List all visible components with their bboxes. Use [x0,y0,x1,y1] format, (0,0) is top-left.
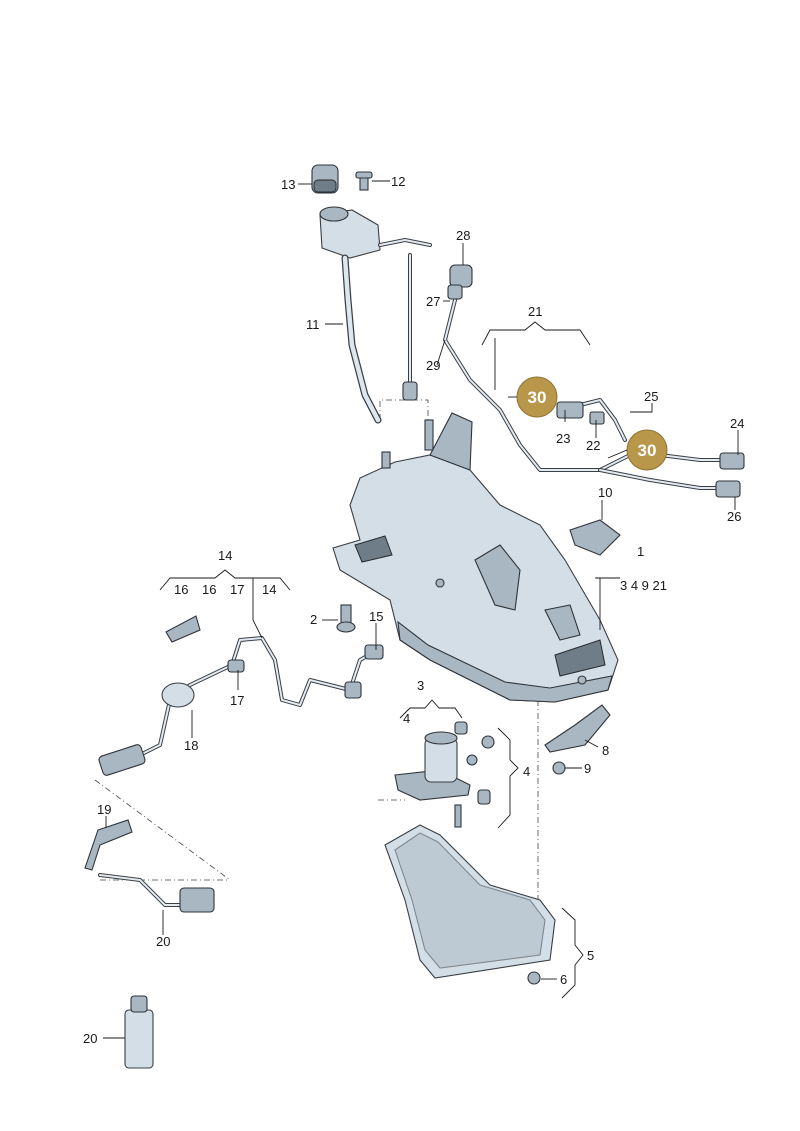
callout-13: 14 [218,548,232,563]
bracket-9 [569,519,621,556]
svg-text:30: 30 [528,388,547,407]
svg-text:30: 30 [638,441,657,460]
callout-25: 25 [644,389,658,404]
clip-15 [165,615,201,643]
callout-21: 21 [528,304,542,319]
callout-4b: 4 [523,764,530,779]
callout-7: 8 [602,743,609,758]
connector-26 [715,480,741,498]
nut-8 [552,761,566,775]
callout-5: 5 [587,948,594,963]
callout-1: 1 [637,544,644,559]
small-parts [124,604,611,1069]
badge-30-b: 30 [626,429,668,471]
callout-27: 27 [426,294,440,309]
connector-28 [449,264,473,288]
callout-29: 29 [426,358,440,373]
filler-neck-housing [319,209,381,259]
connector-17 [98,744,146,776]
callout-3: 3 [417,678,424,693]
callout-20: 20 [83,1031,97,1046]
callout-24: 24 [730,416,744,431]
connector-24 [719,452,745,470]
callout-1-sub: 3 4 9 21 [620,578,667,593]
nut-6 [527,971,541,985]
pump-assembly [394,721,495,828]
connector-23 [556,401,584,419]
tank-body [332,412,619,703]
callout-12: 13 [281,177,295,192]
badge-30-a: 30 [516,376,558,418]
callout-14b: 15 [369,609,383,624]
callout-17a: 17 [230,582,244,597]
leader-lines [103,180,739,1039]
callout-18: 19 [97,802,111,817]
callout-16b: 17 [230,693,244,708]
callout-labels: 13 12 11 28 27 29 21 23 22 25 24 26 10 1… [83,174,744,1046]
callout-17b: 18 [184,738,198,753]
sensor-19 [84,819,215,913]
callout-6: 6 [560,972,567,987]
callout-26: 26 [727,509,741,524]
underbody-cover [384,824,556,985]
group-brackets [159,321,620,999]
callout-10: 11 [306,317,320,332]
wiring-harness-21 [443,264,745,556]
callout-11: 12 [391,174,405,189]
callout-28: 28 [456,228,470,243]
filler-neck-assembly [311,164,432,424]
callout-19: 20 [156,934,170,949]
callout-14a: 14 [262,582,276,597]
callout-2: 2 [310,612,317,627]
bracket-7 [544,704,611,753]
callout-15: 16 [174,582,188,597]
bottle-20 [124,1009,154,1069]
callout-23: 23 [556,431,570,446]
callout-4a: 4 [403,711,410,726]
callout-16a: 16 [202,582,216,597]
wiring-harness-13 [98,615,384,776]
callout-22: 22 [586,438,600,453]
callout-8: 9 [584,761,591,776]
callout-9: 10 [598,485,612,500]
